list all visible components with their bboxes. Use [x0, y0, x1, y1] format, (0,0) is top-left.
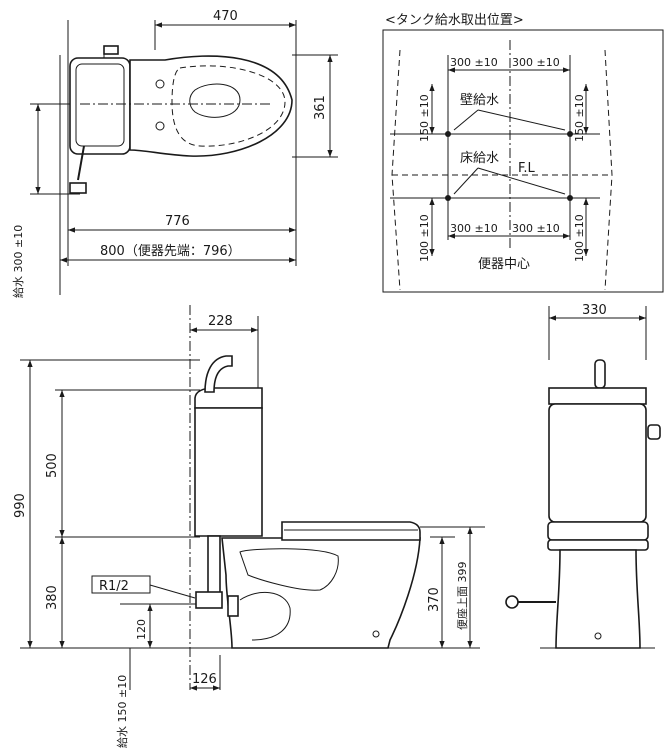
dim-500: 500 — [45, 453, 60, 478]
detail-dim-150b: 150 ±10 — [573, 94, 586, 142]
dim-370: 370 — [427, 587, 442, 612]
supply-position-detail: <タンク給水取出位置> 300 ±10 300 ±10 300 ±10 300 … — [382, 13, 664, 293]
fl-label: F.L — [518, 161, 536, 176]
dim-380: 380 — [45, 585, 60, 610]
thread-label: R1/2 — [99, 579, 129, 594]
side-view: 228 990 500 380 120 126 給水 150 ±10 R1/2 … — [13, 305, 485, 748]
dim-supply-300: 給水 300 ±10 — [11, 225, 25, 298]
floor-supply-label: 床給水 — [460, 151, 499, 166]
front-view: 330 — [505, 303, 661, 649]
detail-dim-150a: 150 ±10 — [418, 94, 431, 142]
detail-dim-300d: 300 ±10 — [512, 222, 560, 235]
dim-228: 228 — [208, 314, 233, 329]
top-view: 470 361 776 800（便器先端：796） 給水 300 ±10 — [11, 9, 338, 298]
dim-776: 776 — [165, 214, 190, 229]
dim-330: 330 — [582, 303, 607, 318]
detail-title: <タンク給水取出位置> — [385, 13, 524, 28]
detail-dim-300c: 300 ±10 — [450, 222, 498, 235]
dim-990: 990 — [13, 493, 28, 518]
dim-supply-150: 給水 150 ±10 — [115, 675, 129, 748]
dim-470: 470 — [213, 9, 238, 24]
detail-dim-300b: 300 ±10 — [512, 56, 560, 69]
dim-120: 120 — [135, 619, 148, 640]
detail-dim-100a: 100 ±10 — [418, 214, 431, 262]
dim-800: 800（便器先端：796） — [100, 244, 241, 259]
wall-supply-label: 壁給水 — [460, 93, 499, 108]
dim-399: 便座上面 399 — [455, 562, 469, 631]
dim-126: 126 — [192, 672, 217, 687]
detail-dim-100b: 100 ±10 — [573, 214, 586, 262]
dim-361: 361 — [313, 95, 328, 120]
bowl-center-label: 便器中心 — [478, 257, 530, 272]
detail-dim-300a: 300 ±10 — [450, 56, 498, 69]
